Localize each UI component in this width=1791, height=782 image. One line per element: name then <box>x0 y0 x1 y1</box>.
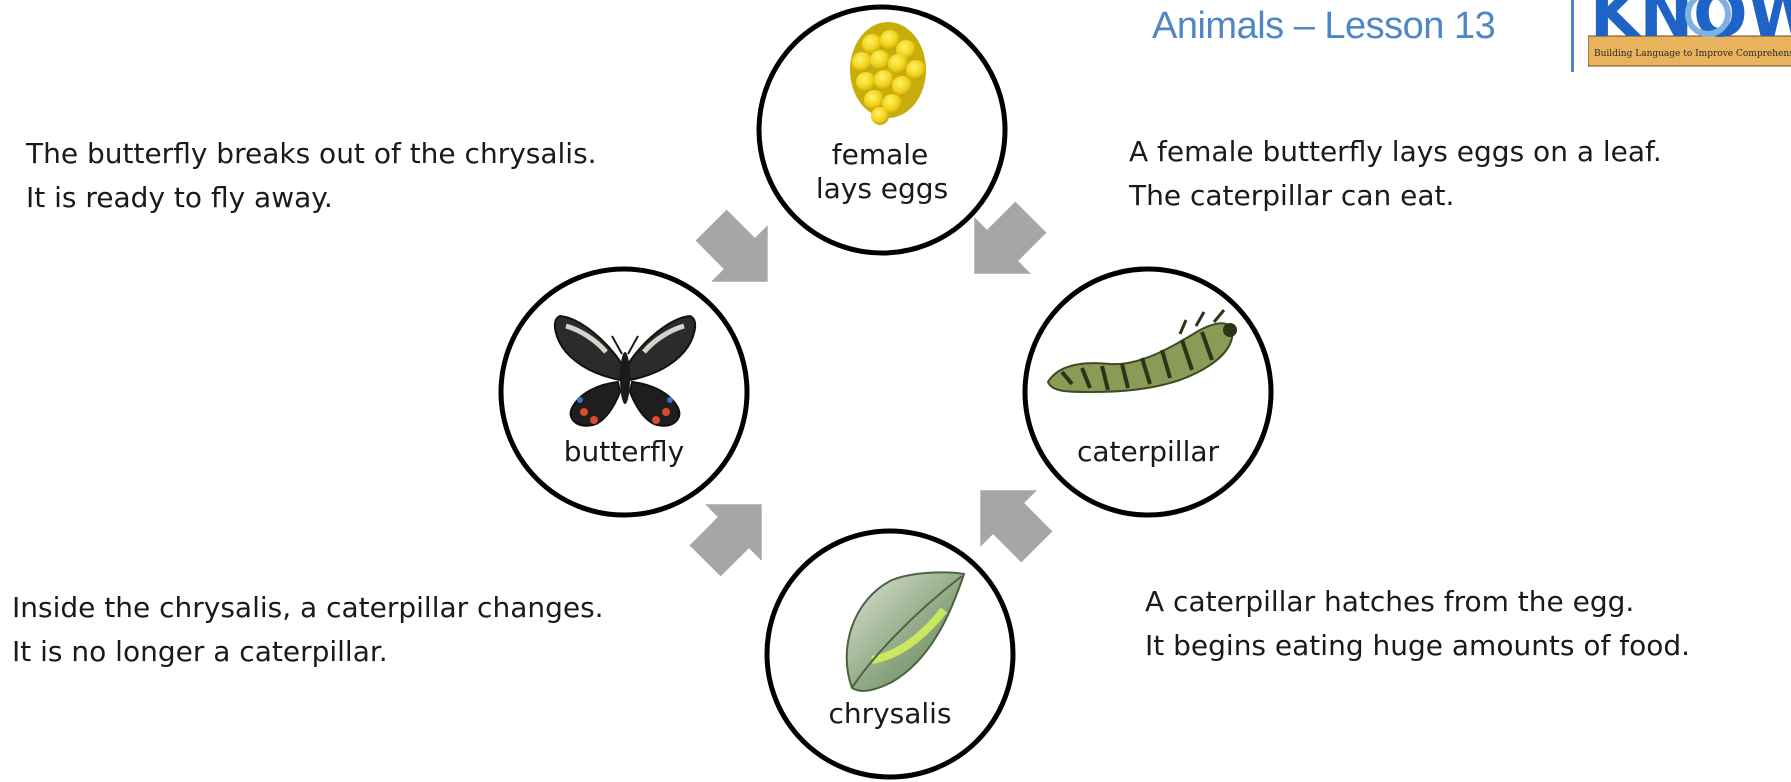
description-butterfly-line1: The butterfly breaks out of the chrysali… <box>26 132 597 176</box>
description-caterpillar-line1: A caterpillar hatches from the egg. <box>1145 580 1690 624</box>
description-butterfly-line2: It is ready to fly away. <box>26 176 597 220</box>
description-caterpillar: A caterpillar hatches from the egg. It b… <box>1145 580 1690 668</box>
stage-label-eggs-line2: lays eggs <box>816 172 948 205</box>
description-caterpillar-line2: It begins eating huge amounts of food. <box>1145 624 1690 668</box>
stage-butterfly: butterfly <box>501 269 747 515</box>
stage-eggs: female lays eggs <box>759 7 1005 253</box>
stage-chrysalis: chrysalis <box>767 531 1013 777</box>
stage-label-caterpillar: caterpillar <box>1077 435 1220 468</box>
description-chrysalis-line1: Inside the chrysalis, a caterpillar chan… <box>12 586 604 630</box>
description-eggs-line2: The caterpillar can eat. <box>1129 174 1662 218</box>
description-chrysalis: Inside the chrysalis, a caterpillar chan… <box>12 586 604 674</box>
description-eggs-line1: A female butterfly lays eggs on a leaf. <box>1129 130 1662 174</box>
description-butterfly: The butterfly breaks out of the chrysali… <box>26 132 597 220</box>
stage-label-butterfly: butterfly <box>564 435 684 468</box>
description-chrysalis-line2: It is no longer a caterpillar. <box>12 630 604 674</box>
description-eggs: A female butterfly lays eggs on a leaf. … <box>1129 130 1662 218</box>
stage-label-eggs-line1: female <box>832 138 929 171</box>
stage-label-chrysalis: chrysalis <box>828 697 951 730</box>
stage-caterpillar: caterpillar <box>1025 269 1271 515</box>
